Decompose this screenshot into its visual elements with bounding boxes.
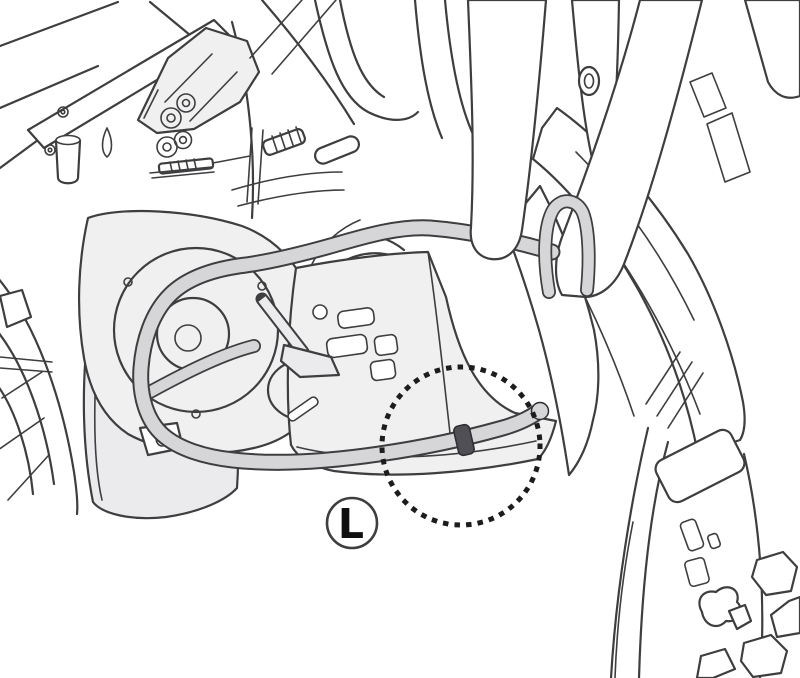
clamp-ring-icon xyxy=(181,98,191,108)
clamp-ring-icon xyxy=(160,107,182,129)
stand-foot xyxy=(279,343,341,379)
boot-ribs xyxy=(271,126,302,152)
fork-lines xyxy=(585,263,701,417)
disc-slot xyxy=(684,556,710,588)
badge-circle xyxy=(325,496,379,550)
fender-hatch-lines xyxy=(645,351,704,429)
frame-downtube-front xyxy=(466,0,548,261)
clamp-ring-icon xyxy=(173,130,193,150)
injector-rail xyxy=(149,166,215,179)
side-stand xyxy=(255,292,341,379)
cover-bolt-icon xyxy=(123,277,133,287)
cylinder-head-lines xyxy=(143,53,238,122)
brake-disc xyxy=(654,428,746,504)
injector-tip xyxy=(212,155,251,164)
clamp-ring-icon xyxy=(162,142,172,152)
clutch-cover-hub xyxy=(174,324,202,352)
linkage-bolt-center-icon xyxy=(583,73,595,89)
tire-knobs xyxy=(695,550,800,678)
front-wheel xyxy=(609,426,800,678)
injector-ribs xyxy=(169,158,197,172)
clamp-ring-icon xyxy=(176,93,196,113)
disc-slot xyxy=(706,532,722,550)
guard-rear-stub xyxy=(144,340,260,398)
airbox-lines xyxy=(249,0,337,75)
skid-plate-crease xyxy=(427,251,452,443)
highlight-dotted-circle xyxy=(379,364,543,528)
cover-bolt-icon xyxy=(257,281,267,291)
rear-wheel-spokes xyxy=(0,371,49,501)
intake-boot xyxy=(262,126,306,156)
bolt-center-icon xyxy=(47,147,53,153)
teardrop-vent xyxy=(101,127,113,158)
reservoir-cap xyxy=(55,134,81,146)
guard-clamp-sleeve xyxy=(453,423,475,457)
vent-slot xyxy=(369,358,397,382)
fuel-injector xyxy=(149,155,251,179)
vent-hole xyxy=(312,304,328,320)
guard-frame-hook xyxy=(539,196,594,298)
clamp-ring-icon xyxy=(178,135,188,145)
stand-leg xyxy=(258,296,307,355)
fluid-reservoir xyxy=(54,134,82,185)
vent-slot xyxy=(373,333,399,357)
rear-brake-tab xyxy=(0,288,33,329)
head-posts xyxy=(246,127,264,205)
disc-slots xyxy=(679,518,722,588)
badge-letter: L xyxy=(338,500,364,548)
engine-mount-slot xyxy=(313,135,361,165)
cooling-fins xyxy=(231,171,345,207)
vent-slash xyxy=(287,396,319,422)
bolt-icon xyxy=(44,144,56,156)
panel-bolts xyxy=(44,106,69,156)
disc-slot xyxy=(679,518,705,552)
front-rim-arc xyxy=(614,521,634,678)
linkage-bolt-icon xyxy=(577,65,601,97)
part-label-badge: L xyxy=(325,496,379,550)
clamp-ring-icon xyxy=(166,113,176,123)
tank-bottom-edge xyxy=(260,0,356,126)
skid-plate-vents xyxy=(287,304,399,422)
rear-wheel xyxy=(0,278,79,516)
hose-clamp-rings xyxy=(156,93,196,158)
vent-slot xyxy=(336,307,376,329)
cylinder-head xyxy=(136,26,261,135)
frame-downtube-lines xyxy=(313,0,474,140)
panel-edge-lines xyxy=(0,0,198,170)
spar-highlights xyxy=(689,72,751,183)
rear-brake-lines xyxy=(0,356,53,373)
engine-guard xyxy=(132,0,596,471)
vent-slot xyxy=(325,333,369,359)
bolt-center-icon xyxy=(60,109,66,115)
cover-bolt-icon xyxy=(191,409,201,419)
guard-main-tube xyxy=(134,221,559,469)
bolt-icon xyxy=(57,106,69,118)
